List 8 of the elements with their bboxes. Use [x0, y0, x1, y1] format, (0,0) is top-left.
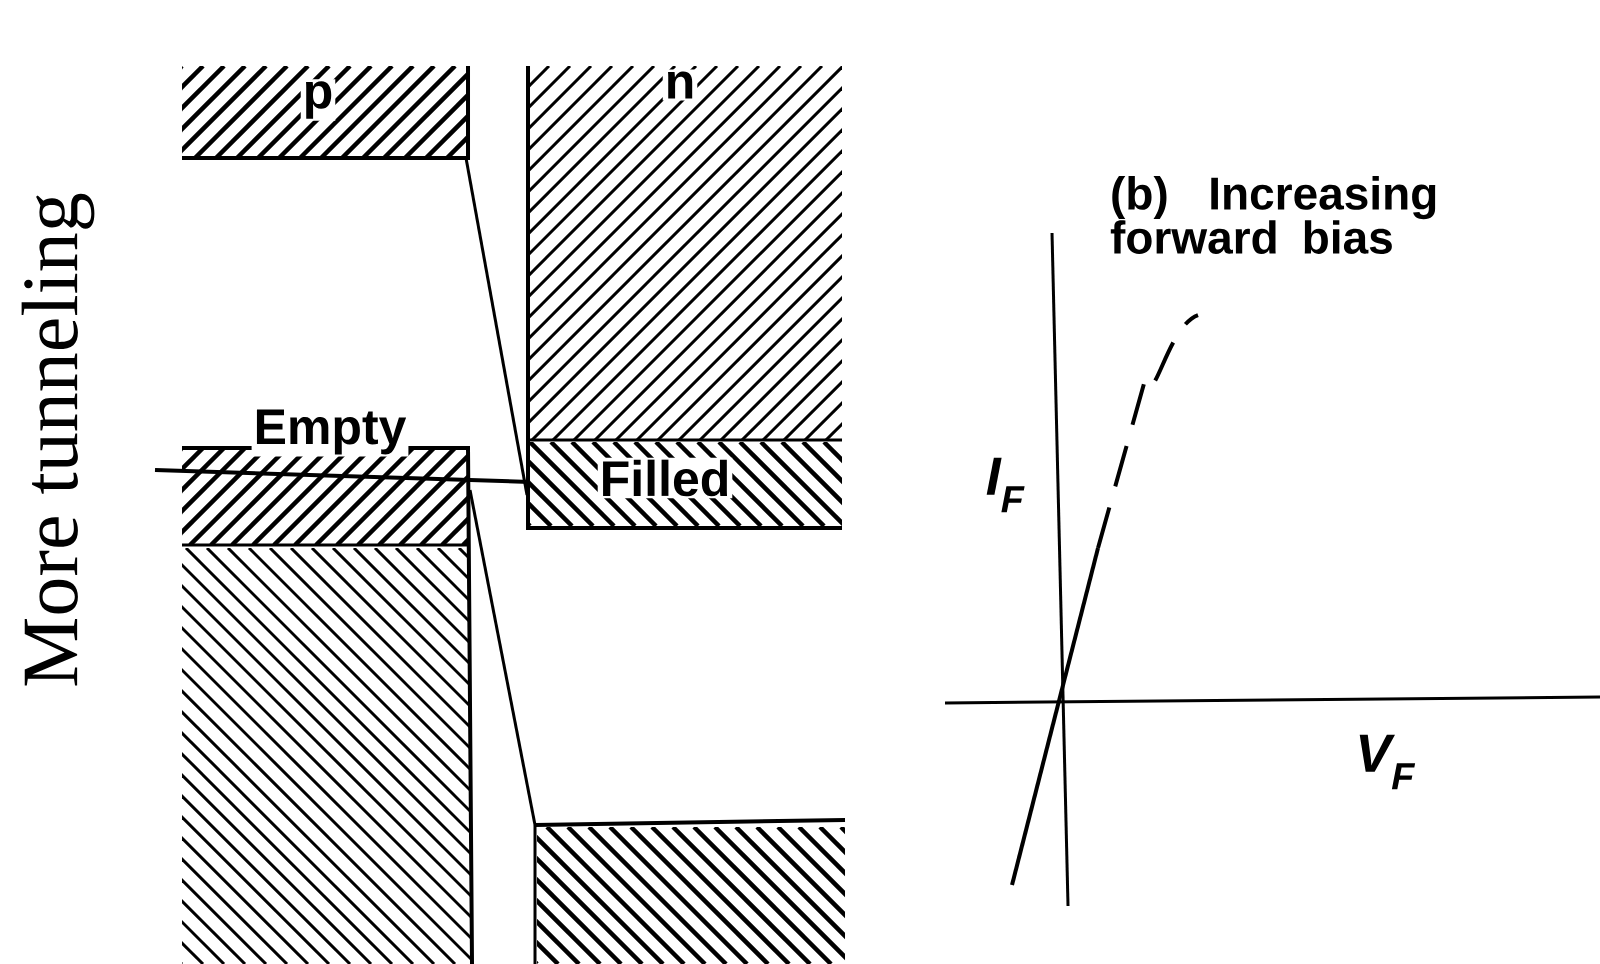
- graph-title: (b) Increasing forward bias: [1110, 176, 1436, 254]
- band-label: Filled: [597, 457, 733, 499]
- band-label: p: [300, 79, 336, 121]
- axis-label: I$_{F}$: [986, 457, 1025, 513]
- axis-label: V$_{F}$: [1359, 734, 1416, 790]
- band-label: Empty: [251, 407, 409, 457]
- band-label: n: [662, 69, 698, 101]
- vertical-label: More tunneling: [21, 193, 95, 686]
